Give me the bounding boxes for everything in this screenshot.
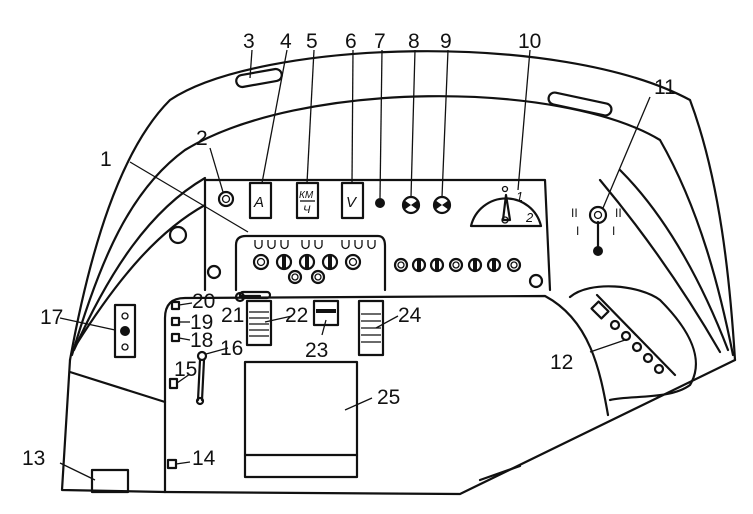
- svg-text:2: 2: [525, 210, 534, 225]
- label-25: 25: [377, 386, 400, 409]
- label-23: 23: [305, 339, 328, 362]
- label-4: 4: [280, 30, 292, 53]
- fuse-block-22: [245, 299, 273, 347]
- label-9: 9: [440, 30, 452, 53]
- lamp-7-icon: [375, 198, 385, 208]
- indicator-row: [254, 240, 376, 250]
- ammeter-gauge: A: [248, 181, 273, 220]
- voltmeter-gauge: V: [340, 181, 365, 220]
- label-11: 11: [654, 76, 676, 99]
- switch-row-left: [252, 253, 362, 285]
- label-13: 13: [22, 447, 45, 470]
- callout-labels: 1 2 3 4 5 6 7 8 9 10 11 12 13 14 15 16 1…: [22, 30, 676, 470]
- label-22: 22: [285, 304, 308, 327]
- svg-text:I: I: [612, 224, 615, 238]
- label-19: 19: [190, 311, 213, 334]
- svg-text:КМ: КМ: [299, 190, 314, 201]
- lamp-2-icon: [217, 190, 235, 208]
- speedometer-gauge: КМ Ч: [295, 181, 320, 220]
- dashboard-shell: [60, 50, 737, 496]
- label-12: 12: [550, 351, 573, 374]
- label-24: 24: [398, 304, 422, 327]
- switch-block-17: [113, 303, 137, 359]
- label-7: 7: [374, 30, 386, 53]
- label-15: 15: [174, 358, 197, 381]
- svg-text:I: I: [576, 224, 579, 238]
- svg-text:Ч: Ч: [303, 204, 311, 216]
- label-16: 16: [220, 337, 243, 360]
- label-2: 2: [196, 127, 208, 150]
- label-6: 6: [345, 30, 357, 53]
- fuse-block-23: [312, 299, 340, 327]
- svg-text:II: II: [615, 206, 622, 220]
- svg-text:II: II: [571, 206, 578, 220]
- label-10: 10: [518, 30, 541, 53]
- lamp-8-icon: [401, 195, 421, 215]
- label-18: 18: [190, 329, 213, 352]
- svg-text:V: V: [346, 194, 358, 211]
- lamp-9-icon: [432, 195, 452, 215]
- label-1: 1: [100, 148, 112, 171]
- svg-text:1: 1: [516, 189, 523, 204]
- label-3: 3: [243, 30, 255, 53]
- fuse-block-24: [357, 299, 385, 357]
- label-5: 5: [306, 30, 318, 53]
- label-20: 20: [192, 290, 215, 313]
- lower-panel: [90, 285, 697, 494]
- box-13: [90, 468, 130, 494]
- instrument-panel: A КМ Ч V 1 2: [203, 178, 552, 292]
- label-14: 14: [192, 447, 216, 470]
- svg-text:A: A: [253, 194, 264, 211]
- glovebox-25: [243, 360, 359, 479]
- lever-16: [195, 350, 208, 406]
- toggle-switch-11: II II I I: [571, 205, 622, 256]
- switch-panel-12: [568, 285, 697, 402]
- switch-row-right: [393, 257, 522, 273]
- label-17: 17: [40, 306, 63, 329]
- leader-lines: [59, 49, 651, 481]
- dial-gauge-10: 1 2: [469, 185, 543, 228]
- label-21: 21: [221, 304, 244, 327]
- label-8: 8: [408, 30, 420, 53]
